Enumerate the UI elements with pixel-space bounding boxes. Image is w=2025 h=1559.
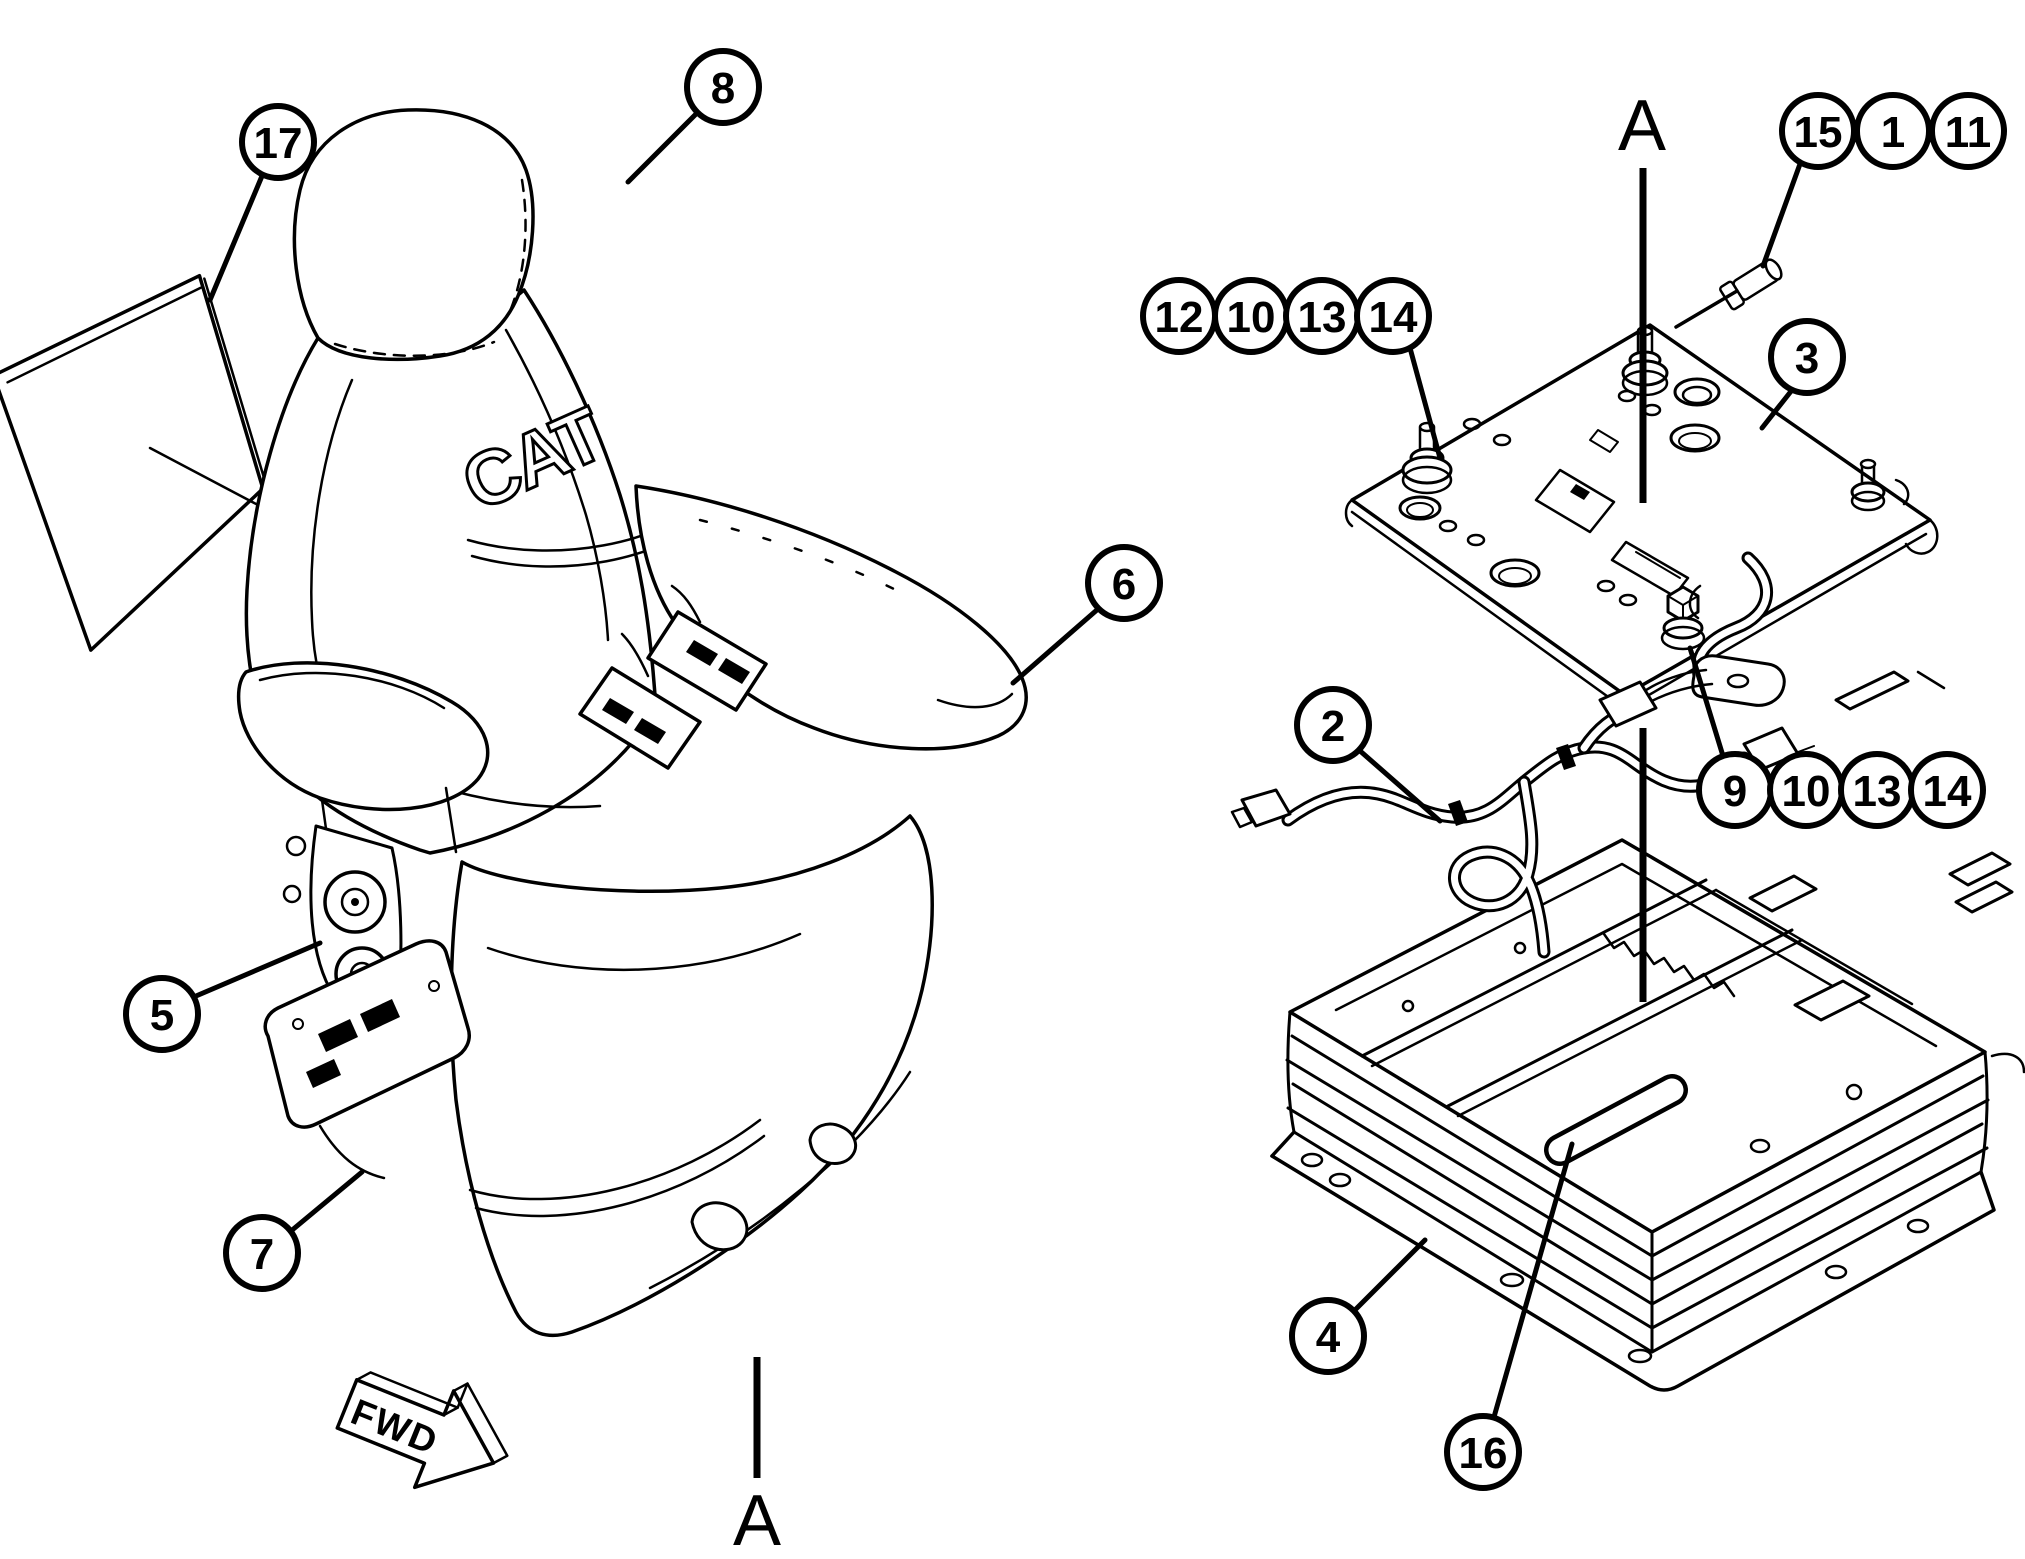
suspension-base-plate (1270, 1130, 1996, 1392)
callout-circle-4 (1289, 1297, 1367, 1375)
leader-line-6 (1010, 606, 1101, 686)
callout-2: 2 (1294, 686, 1443, 824)
leader-line-3 (1759, 387, 1795, 431)
callout-17: 17 (207, 103, 317, 303)
callout-16: 16 (1444, 1141, 1575, 1491)
callout-number-7: 7 (250, 1230, 274, 1279)
callout-number-13: 13 (1853, 767, 1902, 816)
seat-illustration: CAT (0, 108, 1028, 1490)
callout-number-13: 13 (1298, 293, 1347, 342)
seat-foot-rear (808, 1122, 858, 1165)
callout-14: 14 (1908, 751, 1986, 829)
callout-number-15: 15 (1794, 108, 1843, 157)
callout-circle-2 (1294, 686, 1372, 764)
callout-number-11: 11 (1945, 108, 1992, 157)
seat-cushion (449, 814, 934, 1338)
callout-number-9: 9 (1723, 767, 1747, 816)
callout-13: 13 (1283, 277, 1361, 355)
armrest-right (634, 484, 1028, 751)
seat-control-box (263, 939, 471, 1180)
fwd-arrow: FWD (335, 1371, 509, 1490)
washer-left (1398, 495, 1442, 521)
callout-number-16: 16 (1459, 1429, 1508, 1478)
callout-number-10: 10 (1782, 767, 1831, 816)
callout-8: 8 (625, 48, 762, 185)
section-letter-top: A (1618, 86, 1666, 166)
seatbelt-buckles (578, 584, 768, 770)
leader-line-8 (625, 110, 700, 185)
leader-line-4 (1351, 1237, 1428, 1314)
adjuster-rack (1602, 932, 1736, 998)
callout-number-17: 17 (254, 119, 303, 168)
leader-line-2 (1356, 747, 1443, 824)
leader-line-15 (1760, 161, 1803, 269)
leader-line-14 (1407, 345, 1443, 461)
callout-11: 11 (1929, 92, 2007, 170)
callout-circle-16 (1444, 1413, 1522, 1491)
washer-center (1673, 377, 1721, 407)
callout-number-10: 10 (1227, 293, 1276, 342)
callout-number-8: 8 (711, 64, 735, 113)
callout-7: 7 (223, 1169, 365, 1292)
callout-10: 10 (1212, 277, 1290, 355)
stud-left (1398, 421, 1453, 521)
callout-circle-7 (223, 1214, 301, 1292)
callout-3: 3 (1759, 318, 1846, 431)
callout-5: 5 (123, 940, 323, 1053)
callout-circle-6 (1085, 544, 1163, 622)
suspension-assembly (1270, 670, 2025, 1392)
leader-line-9 (1687, 645, 1726, 759)
screw-axis-line (1674, 289, 1739, 329)
leader-line-7 (288, 1169, 365, 1234)
armrest-left (236, 661, 490, 874)
seatbelt-bracket (1688, 551, 1786, 707)
exploded-assembly (1230, 258, 2025, 1392)
seat-foot-front (690, 1201, 749, 1252)
callout-number-1: 1 (1881, 108, 1905, 157)
callout-10: 10 (1767, 751, 1845, 829)
section-letter-bottom: A (733, 1481, 781, 1559)
callout-number-12: 12 (1155, 293, 1204, 342)
callout-13: 13 (1838, 751, 1916, 829)
leader-line-17 (207, 173, 265, 303)
callout-circle-14 (1908, 751, 1986, 829)
callout-number-4: 4 (1316, 1313, 1341, 1362)
harness-connector-left (1240, 788, 1292, 828)
wiring-harness (1230, 668, 1817, 959)
callout-circle-3 (1768, 318, 1846, 396)
callout-number-14: 14 (1369, 293, 1418, 342)
callout-15: 15 (1760, 92, 1857, 269)
callout-number-2: 2 (1321, 702, 1345, 751)
callout-circle-17 (239, 103, 317, 181)
rear-panel (0, 273, 268, 652)
headrest (292, 108, 535, 362)
section-marker-top: A (1618, 86, 1666, 1002)
callout-number-14: 14 (1923, 767, 1972, 816)
callout-number-5: 5 (150, 991, 174, 1040)
stud-right (1850, 458, 1910, 512)
callout-14: 14 (1354, 277, 1443, 461)
callout-circle-5 (123, 975, 201, 1053)
screw-small (1674, 258, 1783, 329)
section-marker-bottom: A (733, 1357, 781, 1559)
slider-roller (1544, 1074, 1688, 1166)
suspension-bellows (1285, 1010, 1990, 1354)
callout-number-6: 6 (1112, 560, 1136, 609)
harness-connector-top (1598, 680, 1658, 728)
callout-4: 4 (1289, 1237, 1428, 1375)
callout-6: 6 (1010, 544, 1163, 686)
callout-1: 1 (1854, 92, 1932, 170)
leader-line-5 (193, 940, 323, 999)
callout-circle-8 (684, 48, 762, 126)
callout-circle-11 (1929, 92, 2007, 170)
leader-line-16 (1491, 1141, 1575, 1420)
callout-number-3: 3 (1795, 334, 1819, 383)
callout-circle-14 (1354, 277, 1432, 355)
callout-12: 12 (1140, 277, 1218, 355)
